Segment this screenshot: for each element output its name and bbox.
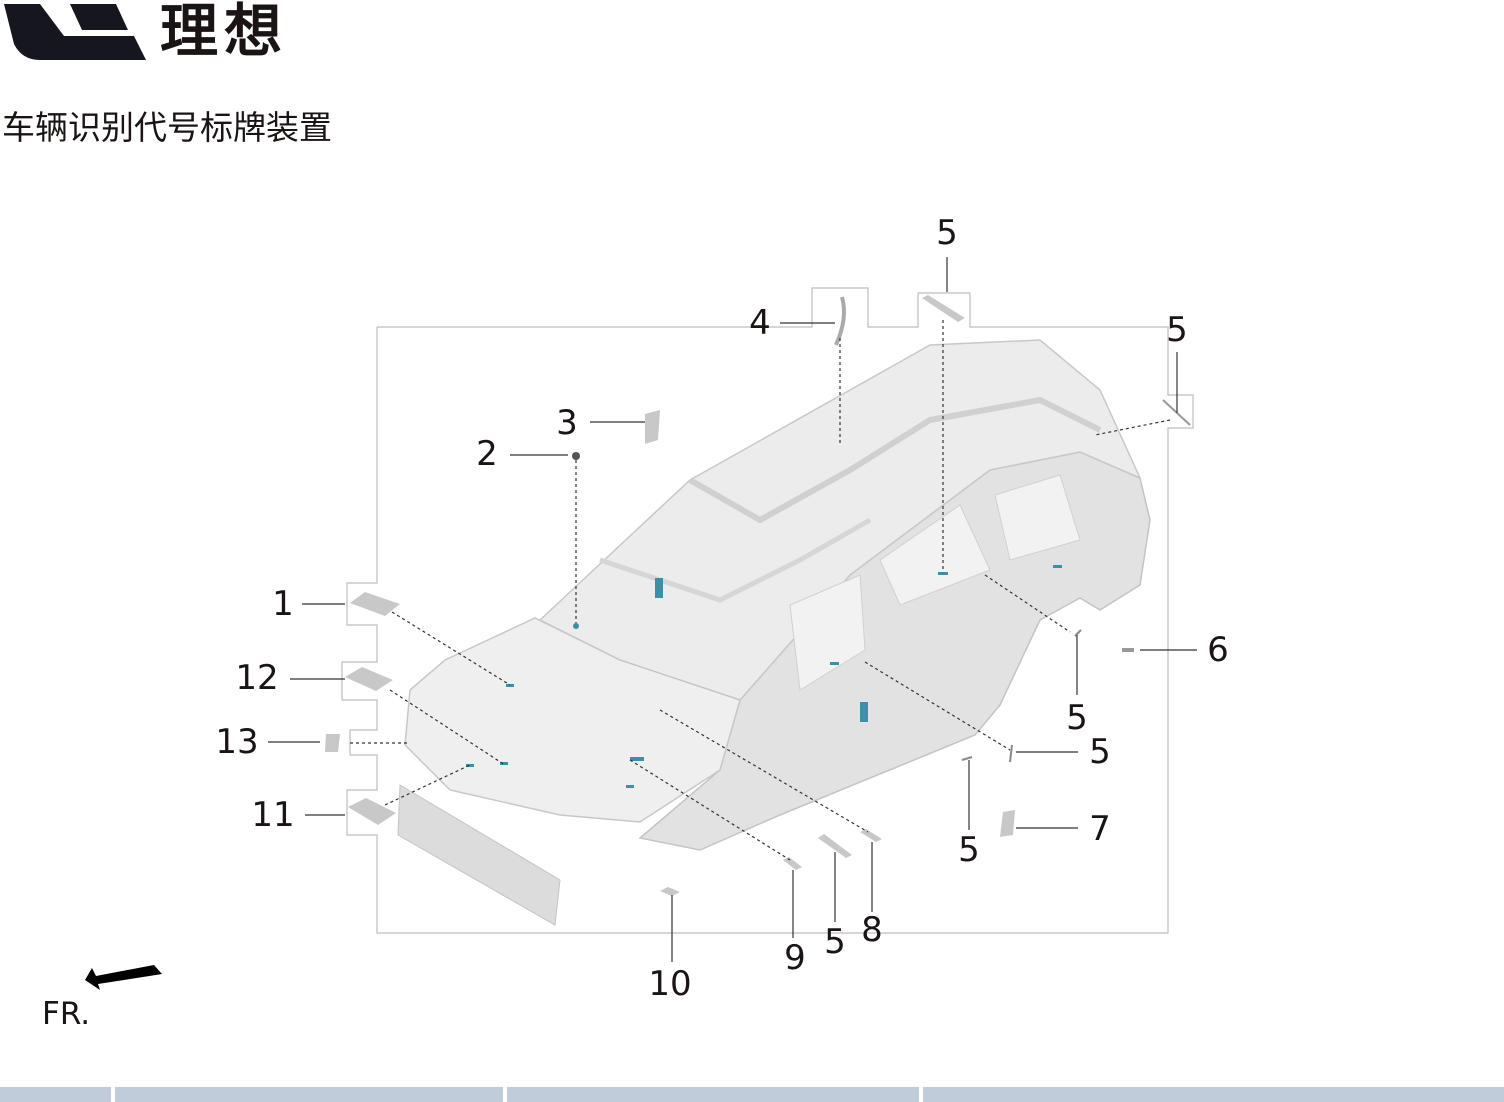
parts-table-header	[0, 1087, 1504, 1102]
callout-6[interactable]: 6	[1207, 630, 1229, 670]
callout-7[interactable]: 7	[1089, 809, 1111, 849]
part-6	[1122, 648, 1134, 652]
table-header-cell	[507, 1087, 919, 1102]
brand-name: 理想	[160, 0, 289, 65]
table-header-cell	[0, 1087, 111, 1102]
callout-5-top[interactable]: 5	[936, 213, 958, 253]
part-8	[860, 829, 882, 842]
callout-5-lower[interactable]: 5	[958, 830, 980, 870]
callout-12[interactable]: 12	[235, 658, 279, 698]
callout-9[interactable]: 9	[784, 938, 806, 978]
dashed-leaders	[350, 320, 1171, 861]
callout-5-bottom[interactable]: 5	[824, 922, 846, 962]
part-4	[834, 296, 846, 346]
part-5-bottom	[818, 834, 852, 858]
callout-5-rear-door[interactable]: 5	[1066, 698, 1088, 738]
part-9	[783, 857, 802, 870]
callout-1[interactable]: 1	[272, 584, 294, 624]
front-direction-label: FR.	[42, 996, 91, 1032]
callout-13[interactable]: 13	[215, 722, 259, 762]
part-2	[572, 452, 580, 460]
front-direction-arrow-icon	[85, 965, 162, 990]
part-5-top	[922, 295, 965, 322]
leader-lines	[268, 257, 1197, 962]
callout-4[interactable]: 4	[749, 303, 771, 343]
part-10	[660, 887, 680, 896]
part-7	[1000, 810, 1015, 837]
callout-10[interactable]: 10	[648, 964, 692, 1004]
part-12	[345, 667, 393, 691]
part-13	[325, 734, 340, 752]
callout-5-sill[interactable]: 5	[1089, 732, 1111, 772]
part-11	[348, 798, 396, 825]
page-title: 车辆识别代号标牌装置	[2, 108, 332, 147]
car-body-illustration	[397, 339, 1151, 926]
callout-11[interactable]: 11	[251, 795, 295, 835]
part-1	[350, 592, 400, 616]
callout-8[interactable]: 8	[861, 910, 883, 950]
diagram-frame	[341, 287, 1194, 934]
part-3	[645, 410, 660, 444]
parts	[325, 295, 1191, 896]
callout-5-right[interactable]: 5	[1166, 310, 1188, 350]
li-auto-logo	[4, 4, 146, 60]
callout-3[interactable]: 3	[556, 403, 578, 443]
callout-2[interactable]: 2	[476, 434, 498, 474]
table-header-cell	[115, 1087, 503, 1102]
table-header-cell	[923, 1087, 1504, 1102]
label-markers	[466, 565, 1062, 788]
